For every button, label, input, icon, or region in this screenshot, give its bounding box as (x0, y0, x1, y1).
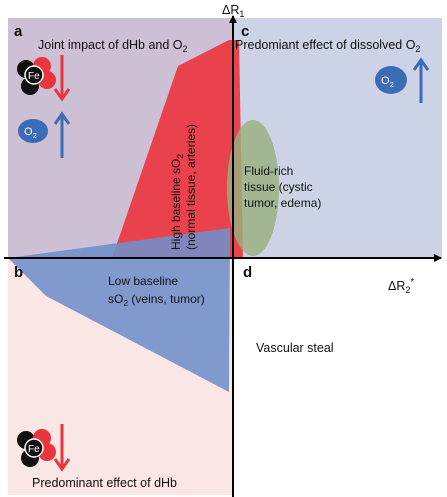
quadrant-c-title: Predomiant effect of dissolved O2 (235, 38, 420, 54)
quadrant-b-letter: b (14, 264, 23, 281)
hemoglobin-icon-bottom: Fe (17, 429, 56, 467)
low-baseline-label: Low baseline sO2 (veins, tumor) (108, 274, 205, 308)
svg-text:Fe: Fe (28, 444, 40, 455)
high-baseline-label: High baseline sO2 (normal tissue, arteri… (169, 124, 198, 250)
hemoglobin-icon-top: Fe (17, 57, 56, 95)
high-baseline-region (112, 40, 243, 258)
oxygen-icon-c: O2 (375, 66, 407, 94)
quadrant-d-letter: d (243, 264, 252, 281)
quadrant-a-title: Joint impact of dHb and O2 (38, 38, 188, 54)
red-down-arrow-top (53, 55, 71, 102)
quadrant-b-title: Predominant effect of dHb (32, 476, 177, 490)
oxygen-icon-a: O2 (18, 119, 48, 143)
fluid-rich-label: Fluid-rich tissue (cystic tumor, edema) (244, 164, 321, 210)
red-down-arrow-bottom (53, 424, 71, 472)
quadrant-a-letter: a (14, 23, 23, 40)
quadrant-c-letter: c (241, 23, 249, 40)
fluid-rich-region (227, 120, 279, 256)
low-baseline-region (8, 228, 230, 392)
quadrant-d-title: Vascular steal (256, 341, 334, 355)
x-axis-label: ΔR2* (388, 277, 414, 295)
svg-text:Fe: Fe (28, 71, 40, 82)
blue-up-arrow-c (412, 57, 430, 103)
blue-up-arrow-a (53, 111, 71, 158)
svg-text:O2: O2 (24, 126, 37, 140)
y-axis-label: ΔR1 (222, 3, 244, 19)
svg-text:O2: O2 (381, 75, 394, 89)
